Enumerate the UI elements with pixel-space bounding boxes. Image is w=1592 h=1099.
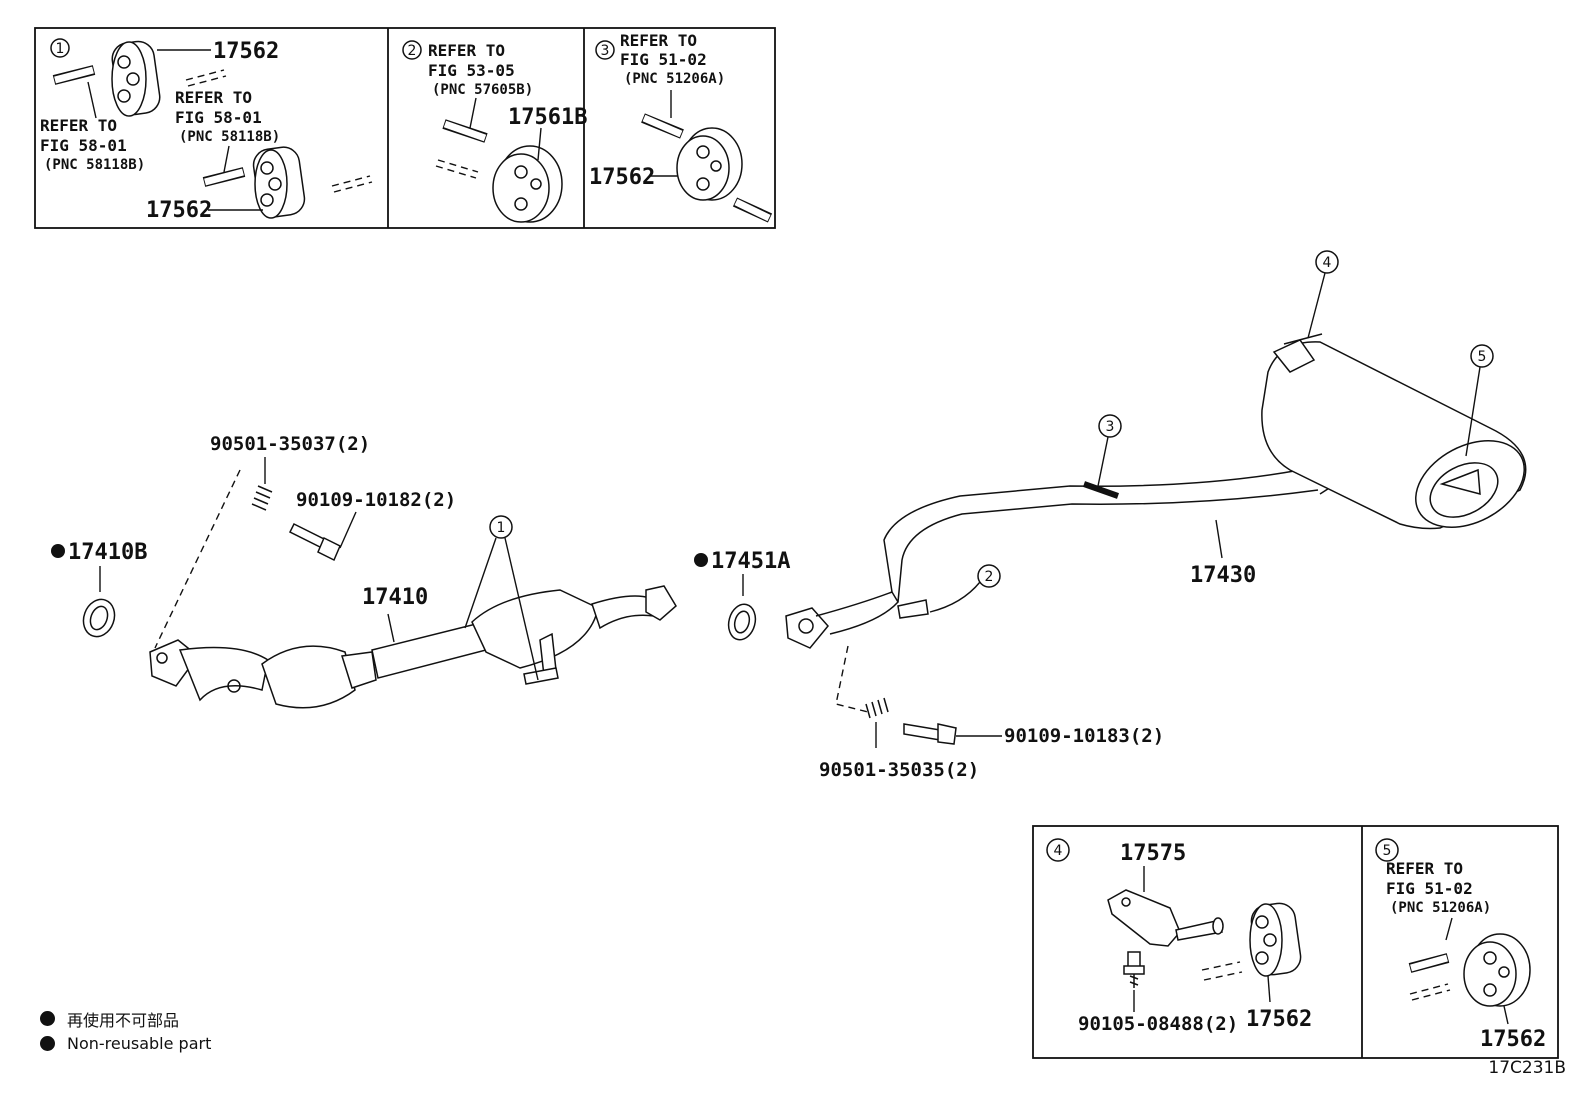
legend-jp-text: 再使用不可部品 [67,1010,180,1030]
part-17562-top: 17562 [213,39,279,64]
part-90109-10183: 90109-10183(2) [1004,725,1164,747]
non-reusable-dot-icon [40,1036,55,1051]
gasket-17451a: 17451A [694,549,790,641]
inset-1-number: 1 [56,41,65,57]
part-17561b: 17561B [508,105,587,130]
part-17562-inset-4: 17562 [1246,1007,1312,1032]
rear-flange-hardware: 90501-35035(2) 90109-10183(2) [819,645,1164,781]
legend-row-en: Non-reusable part [40,1031,211,1056]
inset-3-ref-line1: REFER TO [620,31,697,50]
svg-text:2: 2 [985,569,994,585]
part-17410b: 17410B [68,540,147,565]
inset-1: 1 17562 REFER TO FIG 58-01 (PNC 58118B) … [40,38,373,223]
bottom-inset-table [1032,825,1559,1059]
part-90501-35035: 90501-35035(2) [819,759,979,781]
legend-row-jp: 再使用不可部品 [40,1006,211,1031]
rubber-hanger-inset-3 [676,127,743,201]
part-90109-10182: 90109-10182(2) [296,489,456,511]
bracket-17575 [1107,889,1224,947]
rubber-hanger-inset-4 [1249,902,1302,977]
svg-text:4: 4 [1323,255,1332,271]
part-17575: 17575 [1120,841,1186,866]
non-reusable-dot-17410b [51,544,65,558]
part-90105-08488: 90105-08488(2) [1078,1013,1238,1035]
inset-2-ref-line2: FIG 53-05 [428,61,515,80]
inset-5: 5 REFER TO FIG 51-02 (PNC 51206A) 17562 [1375,838,1546,1052]
center-flange [785,607,829,649]
rear-spring [865,697,889,719]
part-17562-bottom: 17562 [146,198,212,223]
rubber-hanger-bottom [252,146,306,219]
callout-1: 1 [464,515,539,681]
part-17562-inset-3: 17562 [589,165,655,190]
front-exhaust-pipe-17410: 17410 [149,585,677,709]
bolt-90105 [1123,951,1145,988]
tail-pipe-assembly-17430: 17430 [785,333,1527,649]
callout-2: 2 [929,564,1001,613]
part-90501-35037: 90501-35037(2) [210,433,370,455]
inset-3: 3 REFER TO FIG 51-02 (PNC 51206A) 17562 [589,31,773,223]
inset-2: 2 REFER TO FIG 53-05 (PNC 57605B) 17561B [402,40,587,223]
inset-2-number: 2 [408,43,417,59]
rear-bolt [903,723,957,745]
inset-1-ref-right-line3: (PNC 58118B) [179,129,280,145]
rubber-hanger-17561b [492,145,563,223]
front-flange-hardware: 90501-35037(2) 90109-10182(2) [154,433,456,649]
inset-5-ref-line2: FIG 51-02 [1386,879,1473,898]
front-catalytic-converter [261,645,356,709]
inset-1-ref-left-line2: FIG 58-01 [40,136,127,155]
part-17562-inset-5: 17562 [1480,1027,1546,1052]
inset-3-number: 3 [601,43,610,59]
part-17430: 17430 [1190,563,1256,588]
gasket-17410b: 17410B [51,540,147,638]
svg-text:5: 5 [1478,349,1487,365]
part-17410: 17410 [362,585,428,610]
inset-1-ref-left-line3: (PNC 58118B) [44,157,145,173]
svg-text:3: 3 [1106,419,1115,435]
inset-5-number: 5 [1383,843,1392,859]
non-reusable-dot-17451a [694,553,708,567]
callout-5: 5 [1465,344,1494,457]
figure-code: 17C231B [1488,1058,1566,1078]
callout-3: 3 [1097,414,1122,487]
legend-en-text: Non-reusable part [67,1034,212,1053]
inset-3-ref-line3: (PNC 51206A) [624,71,725,87]
rear-catalytic-converter [471,589,599,669]
inset-2-ref-line1: REFER TO [428,41,505,60]
inset-4: 4 17575 90105-08488(2) 17562 [1046,838,1312,1035]
inset-1-ref-left-line1: REFER TO [40,116,117,135]
inset-5-ref-line1: REFER TO [1386,859,1463,878]
front-bolt [288,522,341,562]
svg-text:1: 1 [497,520,506,536]
legend: 再使用不可部品 Non-reusable part [40,1006,211,1056]
inset-1-ref-right-line2: FIG 58-01 [175,108,262,127]
part-17451a: 17451A [711,549,790,574]
inset-3-ref-line2: FIG 51-02 [620,50,707,69]
inset-1-ref-right-line1: REFER TO [175,88,252,107]
non-reusable-dot-icon [40,1011,55,1026]
rubber-hanger-top [111,40,161,117]
callout-4: 4 [1307,250,1339,339]
inset-5-ref-line3: (PNC 51206A) [1390,900,1491,916]
top-inset-table [34,27,776,229]
inset-2-ref-line3: (PNC 57605B) [432,82,533,98]
rubber-hanger-inset-5 [1463,933,1531,1007]
inset-4-number: 4 [1054,843,1063,859]
front-spring [251,485,273,511]
